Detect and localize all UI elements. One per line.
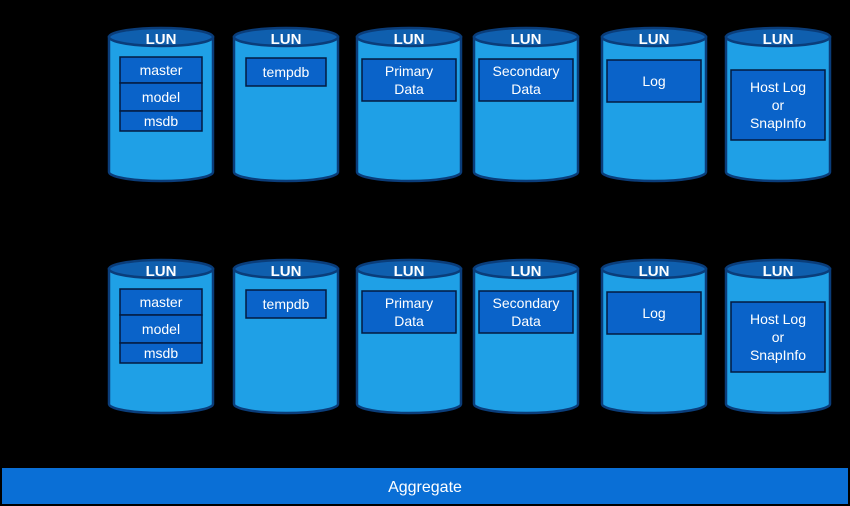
db-file-label: tempdb	[263, 64, 310, 80]
db-file-box	[245, 57, 327, 87]
lun-label: LUN	[146, 263, 177, 280]
db-file-box	[119, 82, 203, 112]
db-file-box	[119, 342, 203, 364]
lun-cylinder: LUN Log	[600, 258, 708, 415]
lun-label: LUN	[394, 263, 425, 280]
lun-label: LUN	[639, 263, 670, 280]
lun-label: LUN	[271, 263, 302, 280]
cylinder-body	[600, 267, 708, 415]
db-file-box	[478, 58, 574, 102]
cylinder-top	[107, 258, 215, 280]
db-file-label: master	[140, 294, 183, 310]
cylinder-top	[355, 258, 463, 280]
cylinder-body	[600, 35, 708, 183]
cylinder-top	[724, 258, 832, 280]
lun-cylinder: LUN master model msdb	[107, 258, 215, 415]
lun-label: LUN	[763, 31, 794, 48]
db-file-box	[606, 291, 702, 335]
cylinder-top	[472, 258, 580, 280]
lun-cylinder: LUN master model msdb	[107, 26, 215, 183]
cylinder-top	[600, 258, 708, 280]
db-file-label: Log	[642, 73, 665, 89]
aggregate-label: Aggregate	[388, 479, 462, 496]
db-file-box	[361, 58, 457, 102]
aggregate-rect	[2, 468, 848, 504]
lun-cylinder: LUN tempdb	[232, 258, 340, 415]
cylinder-top	[472, 26, 580, 48]
lun-label: LUN	[271, 31, 302, 48]
cylinder-top	[355, 26, 463, 48]
db-file-box	[361, 290, 457, 334]
db-file-box	[730, 301, 826, 373]
db-file-box	[478, 290, 574, 334]
lun-label: LUN	[763, 263, 794, 280]
db-file-label: msdb	[144, 345, 178, 361]
cylinder-top	[107, 26, 215, 48]
db-file-box	[119, 314, 203, 344]
db-file-label: msdb	[144, 113, 178, 129]
cylinder-top	[232, 258, 340, 280]
lun-label: LUN	[511, 31, 542, 48]
db-file-box	[245, 289, 327, 319]
db-file-box	[730, 69, 826, 141]
cylinder-top	[600, 26, 708, 48]
aggregate-bar: Aggregate	[2, 468, 848, 504]
lun-cylinder: LUN Log	[600, 26, 708, 183]
cylinder-top	[232, 26, 340, 48]
db-file-label: master	[140, 62, 183, 78]
db-file-box	[119, 56, 203, 84]
db-file-box	[119, 110, 203, 132]
lun-label: LUN	[639, 31, 670, 48]
lun-cylinder: LUN tempdb	[232, 26, 340, 183]
lun-label: LUN	[394, 31, 425, 48]
db-file-box	[606, 59, 702, 103]
db-file-label: model	[142, 321, 180, 337]
lun-label: LUN	[511, 263, 542, 280]
db-file-label: model	[142, 89, 180, 105]
db-file-label: Log	[642, 305, 665, 321]
lun-label: LUN	[146, 31, 177, 48]
cylinder-top	[724, 26, 832, 48]
db-file-label: tempdb	[263, 296, 310, 312]
